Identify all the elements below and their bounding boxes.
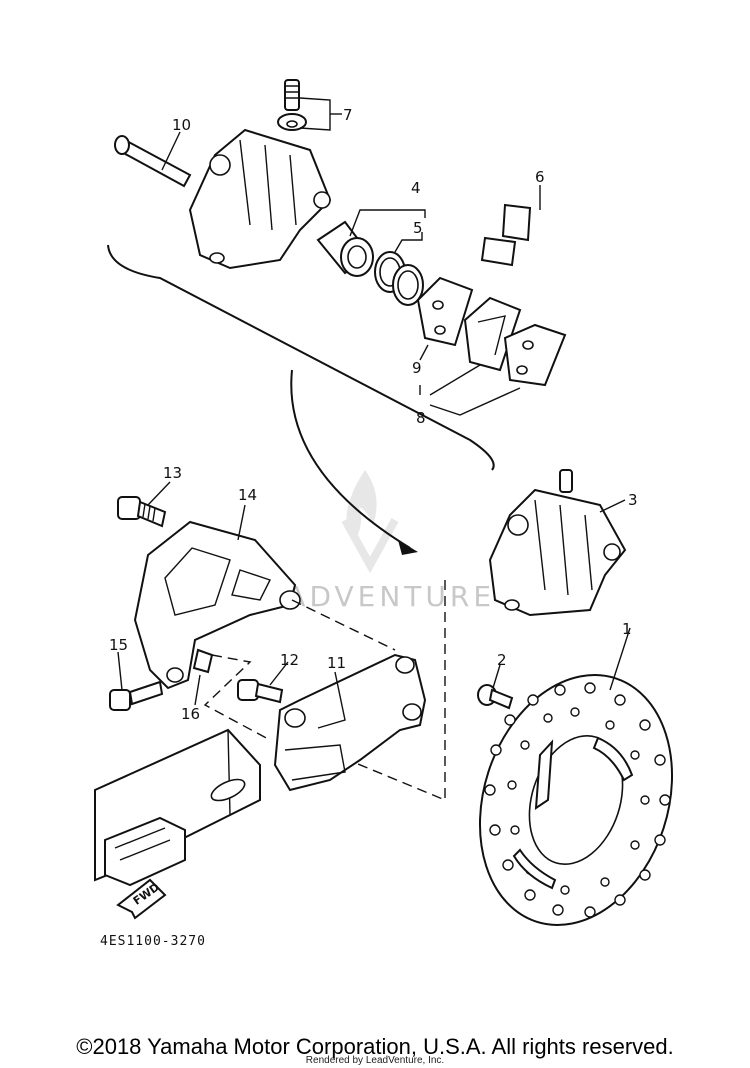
caliper-body-upper <box>188 128 332 270</box>
disc-screw <box>477 684 514 710</box>
callout-6: 6 <box>535 168 545 186</box>
group-bracket <box>107 244 495 471</box>
bolt-12 <box>237 679 284 704</box>
callout-15: 15 <box>109 636 128 654</box>
leader-13 <box>147 481 171 506</box>
callout-3: 3 <box>628 491 638 509</box>
bolt-13 <box>117 496 167 528</box>
caliper-pin <box>114 135 192 188</box>
callout-11: 11 <box>327 654 346 672</box>
leader-7 <box>299 97 331 131</box>
assembly-arrow <box>290 369 411 549</box>
piston <box>316 220 374 277</box>
pad-support <box>480 203 532 267</box>
brake-disc <box>478 673 674 927</box>
clip-16 <box>192 648 214 674</box>
leader-8 <box>429 364 521 416</box>
callout-9: 9 <box>412 359 422 377</box>
leader-15 <box>117 651 123 691</box>
drawing-code: 4ES1100-3270 <box>100 934 206 949</box>
bolt-15 <box>109 680 164 711</box>
callout-14: 14 <box>238 486 257 504</box>
callout-12: 12 <box>280 651 299 669</box>
callout-2: 2 <box>497 651 507 669</box>
callout-8: 8 <box>416 409 426 427</box>
brake-pads <box>463 296 567 387</box>
leader-16 <box>194 674 201 706</box>
piston-seals <box>374 251 424 306</box>
caliper-assembled <box>488 469 627 617</box>
callout-7: 7 <box>343 106 353 124</box>
torque-arm <box>273 653 427 792</box>
callout-5: 5 <box>413 219 423 237</box>
fwd-arrow <box>116 878 167 920</box>
leader-9 <box>419 344 429 361</box>
callout-16: 16 <box>181 705 200 723</box>
leader-4 <box>349 209 426 237</box>
leader-1 <box>609 627 631 691</box>
callout-1: 1 <box>622 620 632 638</box>
swingarm <box>94 728 261 887</box>
leader-14 <box>237 504 246 541</box>
bleeder-screw <box>277 79 307 131</box>
watermark-logo <box>341 470 399 574</box>
arrow-head <box>398 540 418 555</box>
caliper-bracket <box>133 520 301 690</box>
callout-13: 13 <box>163 464 182 482</box>
callout-10: 10 <box>172 116 191 134</box>
alignment-dashes-a <box>203 654 271 741</box>
leader-3 <box>599 499 626 513</box>
callout-4: 4 <box>411 179 421 197</box>
copyright-notice: ©2018 Yamaha Motor Corporation, U.S.A. A… <box>76 1034 674 1059</box>
pad-shim <box>416 276 474 347</box>
leader-5 <box>394 232 423 253</box>
leader-2 <box>492 664 501 689</box>
rendered-by-notice: Rendered by LeadVenture, Inc. <box>305 1055 445 1066</box>
leader-10 <box>161 131 181 171</box>
leader-12 <box>269 661 289 686</box>
leader-11 <box>317 671 346 729</box>
